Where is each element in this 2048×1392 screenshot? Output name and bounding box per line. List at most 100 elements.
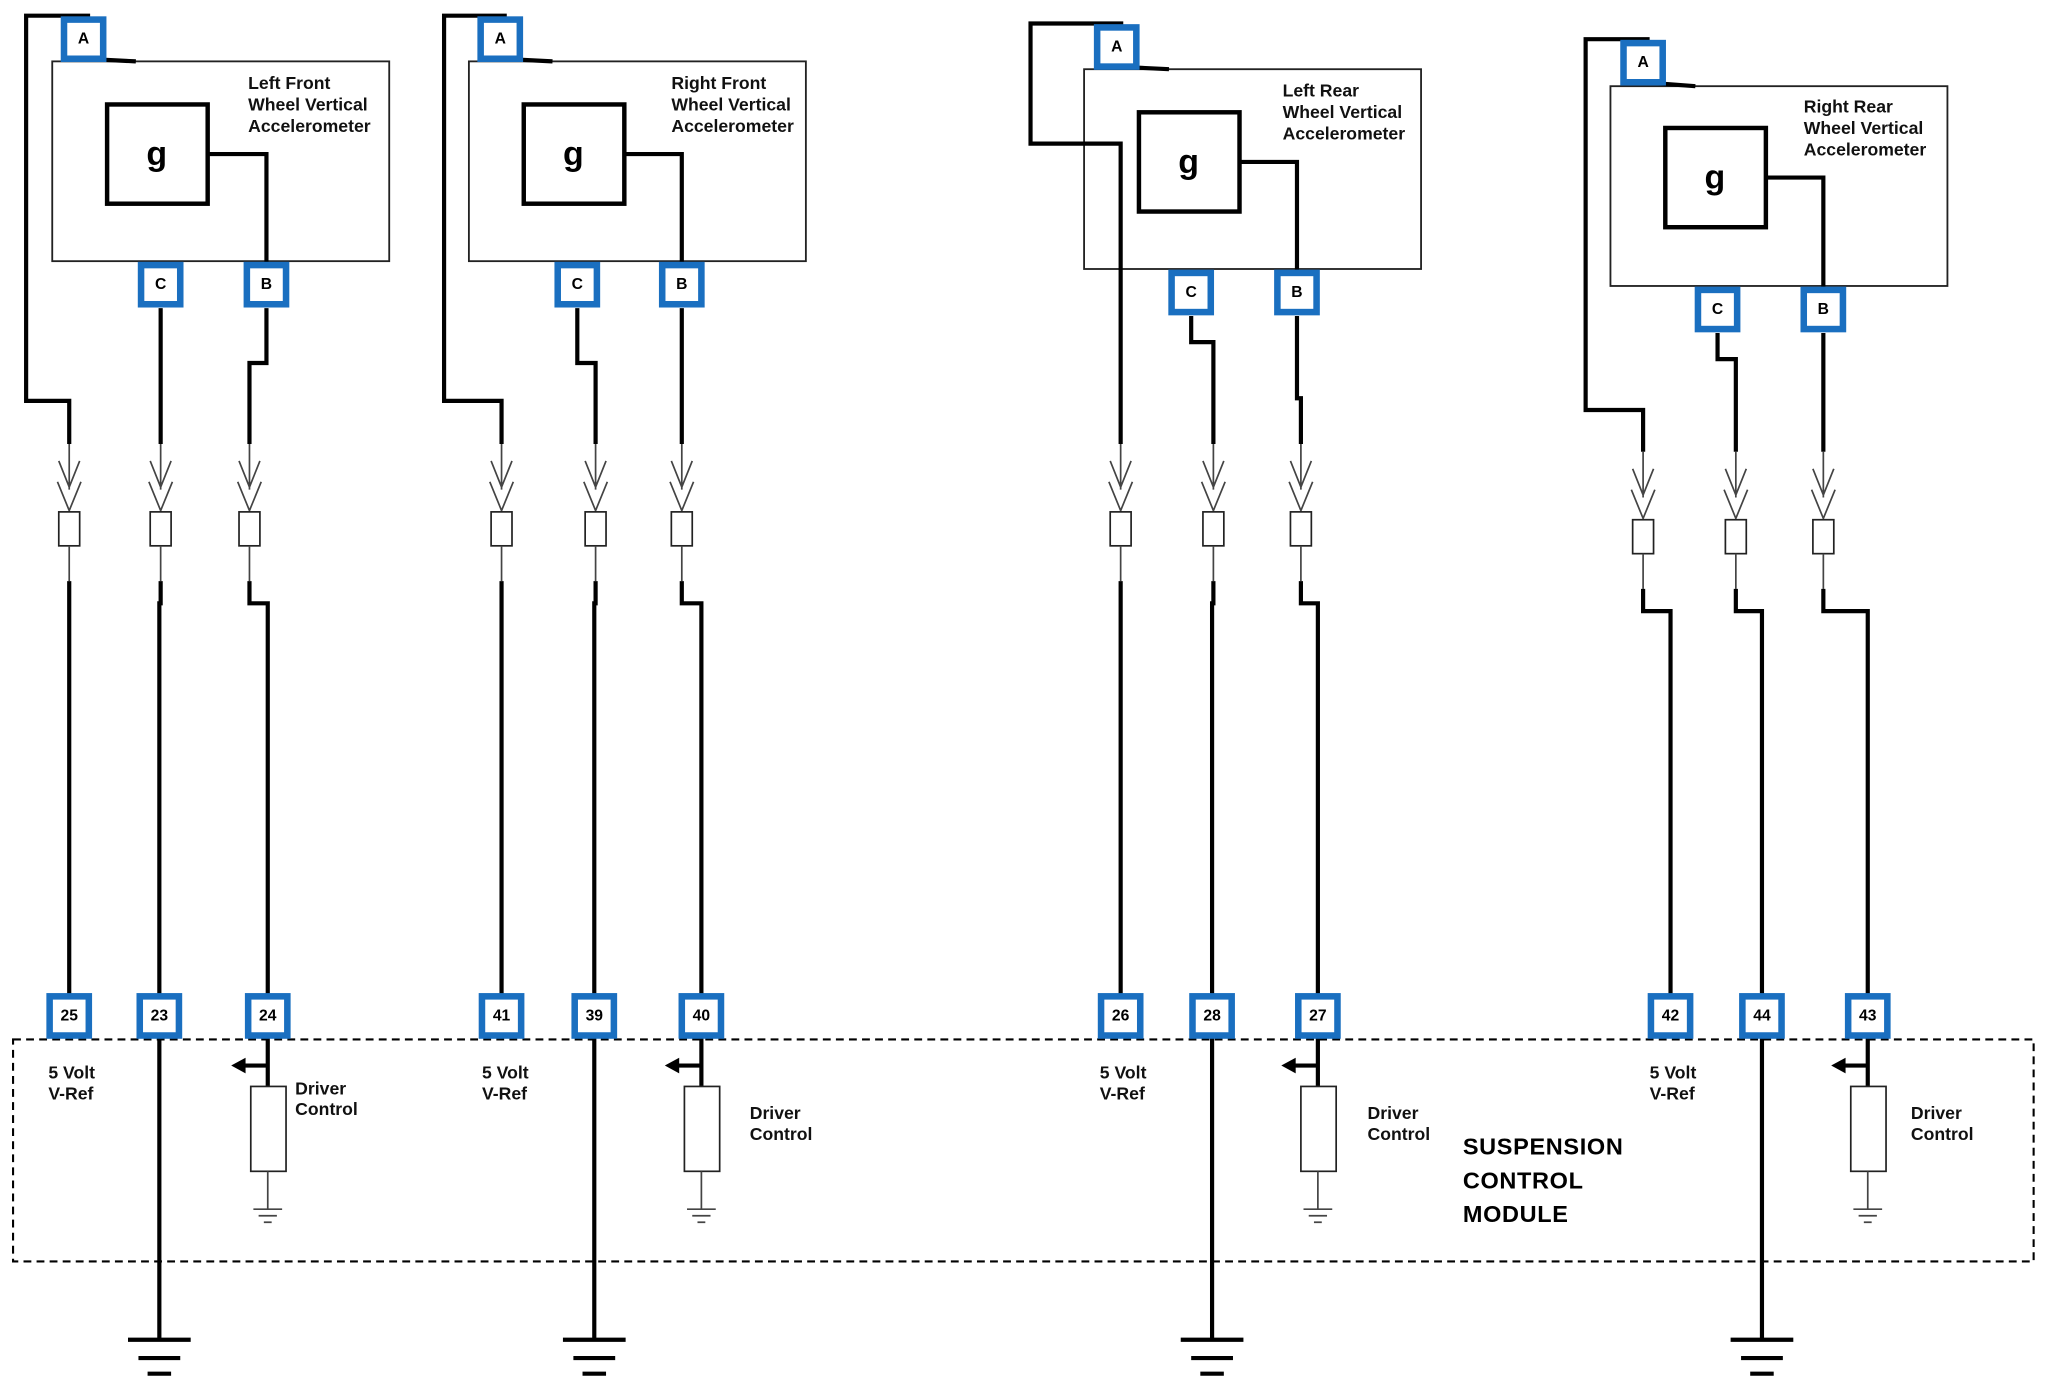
inline-connector-signal <box>1810 451 1836 589</box>
internal-wire <box>1239 159 1300 293</box>
module-label-line-3: MODULE <box>1463 1201 1569 1227</box>
driver-resistor <box>1849 1085 1887 1173</box>
signal-ground-icon <box>687 1171 716 1224</box>
internal-wire <box>207 151 269 285</box>
vref-wire-lower <box>1641 588 1673 1016</box>
signal-ground-icon <box>1303 1171 1333 1224</box>
driver-control-label: Driver <box>750 1103 801 1123</box>
accelerometer-symbol: g <box>1178 143 1199 181</box>
inline-connector-ground <box>148 443 174 582</box>
sensor-pin-a: A <box>477 16 524 63</box>
module-pin-signal: 43 <box>1844 993 1891 1039</box>
accelerometer-element <box>104 102 210 206</box>
inline-connector-ground <box>1723 451 1749 589</box>
module-pin-ground: 39 <box>571 993 618 1039</box>
inline-connector-signal <box>236 443 263 582</box>
sensor-pin-c: C <box>137 261 184 308</box>
sensor-title-line: Accelerometer <box>671 116 794 136</box>
vref-wire-upper <box>1028 21 1124 444</box>
svg-text:42: 42 <box>1662 1007 1680 1024</box>
vref-label: 5 Volt <box>482 1063 529 1083</box>
module-pin-signal: 24 <box>244 993 291 1039</box>
chassis-ground-icon <box>127 1337 191 1376</box>
module-pin-vref: 41 <box>478 993 525 1039</box>
svg-text:25: 25 <box>61 1007 79 1024</box>
ground-wire-upper <box>575 308 598 444</box>
module-pin-signal: 27 <box>1295 993 1341 1039</box>
ground-wire-upper <box>1715 332 1738 452</box>
svg-text:24: 24 <box>259 1007 277 1024</box>
svg-text:44: 44 <box>1753 1007 1771 1024</box>
sensor-pin-b: B <box>1800 286 1847 333</box>
module-label-line-1: SUSPENSION <box>1463 1133 1624 1159</box>
chassis-ground-icon <box>1180 1337 1244 1376</box>
svg-text:C: C <box>572 276 583 293</box>
vref-label: 5 Volt <box>1650 1063 1697 1083</box>
accelerometer-symbol: g <box>1705 159 1726 197</box>
driver-resistor <box>249 1085 287 1173</box>
vref-label: 5 Volt <box>48 1063 95 1083</box>
sensor-housing <box>1083 68 1422 270</box>
ground-wire-lower <box>592 581 598 1016</box>
driver-control-label: Control <box>750 1124 813 1144</box>
inline-connector-signal <box>1288 443 1314 582</box>
vref-label: V-Ref <box>48 1083 93 1103</box>
vref-wire-upper <box>1583 37 1650 452</box>
svg-text:41: 41 <box>493 1007 511 1024</box>
inline-connector-vref <box>489 443 515 582</box>
driver-control-label: Driver <box>1911 1103 1962 1123</box>
signal-ground-icon <box>253 1171 283 1224</box>
sensor-pin-a: A <box>1620 39 1666 86</box>
sensor-title-line: Accelerometer <box>1283 124 1406 144</box>
svg-text:C: C <box>1712 301 1723 318</box>
svg-text:A: A <box>1637 54 1648 71</box>
ground-wire-lower <box>157 581 163 1016</box>
svg-text:26: 26 <box>1112 1007 1130 1024</box>
sensor-title-line: Accelerometer <box>1804 139 1927 159</box>
internal-wire <box>624 151 684 285</box>
ground-wire-upper <box>1189 316 1216 444</box>
svg-text:40: 40 <box>693 1007 711 1024</box>
vref-label: V-Ref <box>482 1083 527 1103</box>
sensor-pin-b: B <box>243 261 290 308</box>
signal-wire-lower <box>1298 581 1320 1016</box>
svg-text:28: 28 <box>1203 1007 1221 1024</box>
sensor-pin-c: C <box>1168 269 1215 316</box>
driver-arrow-icon <box>664 1057 680 1074</box>
sensor-title-line: Accelerometer <box>248 116 371 136</box>
accelerometer-symbol: g <box>146 135 167 173</box>
svg-text:B: B <box>676 276 687 293</box>
chassis-ground-icon <box>562 1337 626 1376</box>
svg-text:27: 27 <box>1309 1007 1327 1024</box>
svg-text:B: B <box>261 276 272 293</box>
sensor-title-line: Wheel Vertical <box>1283 102 1403 122</box>
accelerometer-element <box>521 102 627 206</box>
driver-arrow-icon <box>1831 1057 1846 1074</box>
signal-wire-lower <box>679 581 704 1016</box>
sensor-title-line: Wheel Vertical <box>671 94 791 114</box>
module-pin-ground: 23 <box>136 993 183 1039</box>
driver-control-label: Driver <box>295 1078 346 1098</box>
accelerometer-symbol: g <box>563 135 584 173</box>
inline-connector-vref <box>1108 443 1134 582</box>
signal-wire-upper <box>1294 316 1303 444</box>
vref-label: V-Ref <box>1650 1083 1695 1103</box>
driver-resistor <box>683 1085 721 1173</box>
ground-wire-lower <box>1733 588 1765 1016</box>
sensor-title-line: Left Front <box>248 73 330 93</box>
sensor-pin-b: B <box>1274 269 1320 316</box>
driver-control-label: Control <box>295 1099 358 1119</box>
svg-text:A: A <box>495 31 506 48</box>
svg-text:23: 23 <box>151 1007 169 1024</box>
svg-text:A: A <box>78 31 89 48</box>
signal-ground-icon <box>1853 1171 1883 1224</box>
svg-text:C: C <box>1186 284 1197 301</box>
chassis-ground-icon <box>1730 1337 1794 1376</box>
module-label-line-2: CONTROL <box>1463 1167 1584 1193</box>
inline-connector-ground <box>1200 443 1226 582</box>
